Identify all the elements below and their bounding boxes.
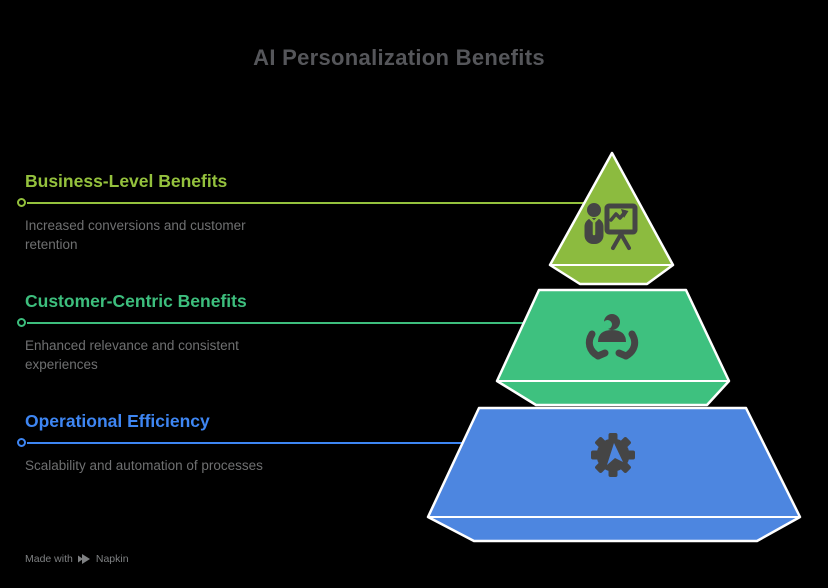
section-heading: Operational Efficiency bbox=[25, 411, 210, 431]
gear-arrow-cutout bbox=[607, 443, 623, 465]
pyramid-level-middle bbox=[495, 288, 731, 407]
connector-dot bbox=[17, 438, 26, 447]
section-heading: Customer-Centric Benefits bbox=[25, 291, 247, 311]
section-description: Scalability and automation of processes bbox=[25, 458, 263, 473]
section-operational-efficiency: Operational Efficiency Scalability and a… bbox=[17, 410, 625, 473]
connector-line bbox=[27, 322, 526, 324]
made-with-label: Made with bbox=[25, 553, 73, 565]
presenter-growth-chart-icon bbox=[584, 203, 638, 250]
connector-dot bbox=[17, 198, 26, 207]
connector-line bbox=[27, 442, 463, 444]
section-business-level: Business-Level Benefits Increased conver… bbox=[17, 170, 625, 252]
automation-gear-icon bbox=[591, 433, 635, 477]
section-description: Increased conversions and customer reten… bbox=[25, 218, 246, 252]
page-title: AI Personalization Benefits bbox=[253, 45, 545, 70]
section-customer-centric: Customer-Centric Benefits Enhanced relev… bbox=[17, 290, 625, 372]
made-with-napkin: Made with Napkin bbox=[25, 553, 129, 565]
section-description: Enhanced relevance and consistent experi… bbox=[25, 338, 239, 372]
connector-line bbox=[27, 202, 585, 204]
footer-brand-link[interactable]: Napkin bbox=[95, 553, 129, 565]
section-heading: Business-Level Benefits bbox=[25, 171, 228, 191]
head-highlight bbox=[603, 320, 612, 329]
customer-care-icon bbox=[585, 314, 639, 360]
pyramid-diagram bbox=[426, 151, 802, 543]
connector-dot bbox=[17, 318, 26, 327]
napkin-logo-icon bbox=[77, 554, 90, 564]
